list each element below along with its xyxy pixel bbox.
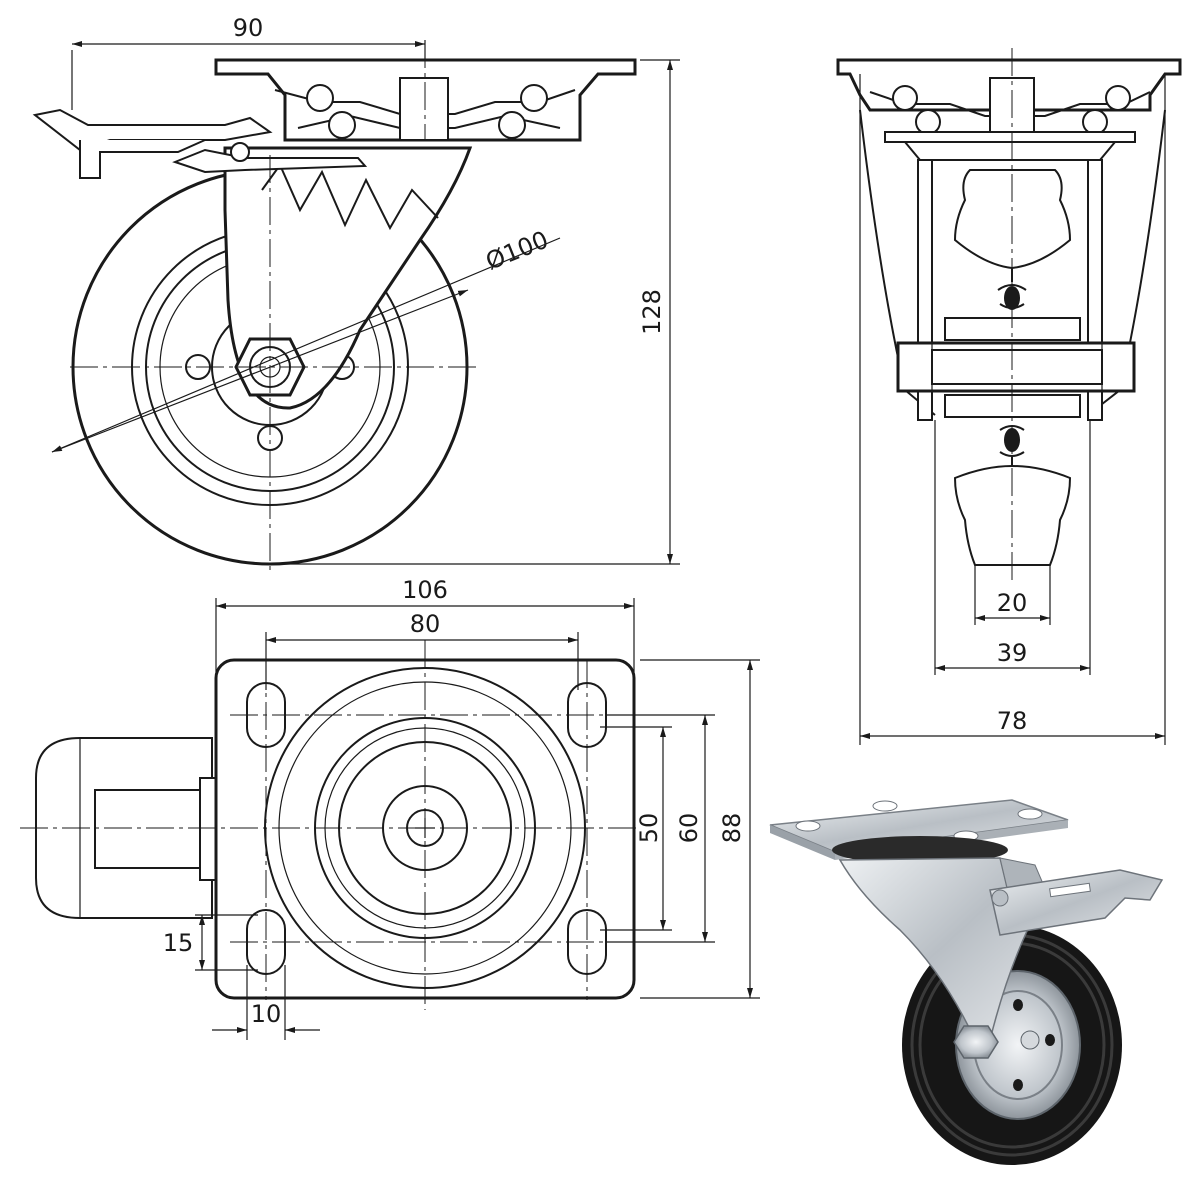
dim-88-label: 88 xyxy=(718,813,746,844)
front-ball-2 xyxy=(328,111,356,139)
dim-10-label: 10 xyxy=(251,1000,282,1028)
dim-15-label: 15 xyxy=(163,929,194,957)
product-brake xyxy=(989,869,1164,936)
side-ball-1 xyxy=(892,85,918,111)
top-brake-pin xyxy=(94,789,201,869)
front-view: 90 128 Ø100 xyxy=(32,14,680,575)
side-ball-4 xyxy=(1105,85,1131,111)
front-kingpin xyxy=(399,77,449,141)
dim-128-label: 128 xyxy=(638,289,666,335)
product-plate-hole-2 xyxy=(1017,808,1043,820)
front-brake-pivot xyxy=(230,142,250,162)
product-hub-hole-2 xyxy=(1045,1034,1055,1046)
dim-78-label: 78 xyxy=(997,707,1028,735)
product-axle-bolt xyxy=(953,1025,999,1059)
dim-dia100-label: Ø100 xyxy=(482,225,552,275)
product-axle-nut-side xyxy=(1020,1030,1040,1050)
product-bearing xyxy=(832,836,1008,864)
front-ball-3 xyxy=(498,111,526,139)
side-ball-2 xyxy=(915,109,941,135)
dim-106-label: 106 xyxy=(402,576,448,604)
product-fork xyxy=(838,857,1042,1041)
side-view: 20 39 78 xyxy=(836,48,1182,745)
front-ball-4 xyxy=(520,84,548,112)
product-brake-rivet xyxy=(991,889,1009,907)
side-ball-3 xyxy=(1082,109,1108,135)
top-brake-pin-block xyxy=(199,777,217,881)
front-brake-arm xyxy=(79,139,206,179)
side-lower-race xyxy=(884,131,1136,143)
product-hub-hole-1 xyxy=(1013,999,1023,1011)
caster-product-illustration xyxy=(769,799,1164,1165)
front-ball-1 xyxy=(306,84,334,112)
dim-20-label: 20 xyxy=(997,589,1028,617)
front-fork-serration xyxy=(261,163,439,231)
dim-60-label: 60 xyxy=(675,813,703,844)
side-rim-bead-top xyxy=(1004,286,1020,310)
side-tread-bottom xyxy=(953,464,1072,566)
top-view: 106 80 50 60 88 15 10 xyxy=(20,576,760,1040)
product-plate-hole-1 xyxy=(872,800,898,812)
dim-80-label: 80 xyxy=(410,610,441,638)
dim-50-label: 50 xyxy=(635,813,663,844)
product-hub-hole-3 xyxy=(1013,1079,1023,1091)
dim-39-label: 39 xyxy=(997,639,1028,667)
product-plate-hole-3 xyxy=(795,820,821,832)
side-fork-crown xyxy=(902,141,1118,161)
side-axle-bushing xyxy=(931,349,1103,385)
dim-90-label: 90 xyxy=(233,14,264,42)
